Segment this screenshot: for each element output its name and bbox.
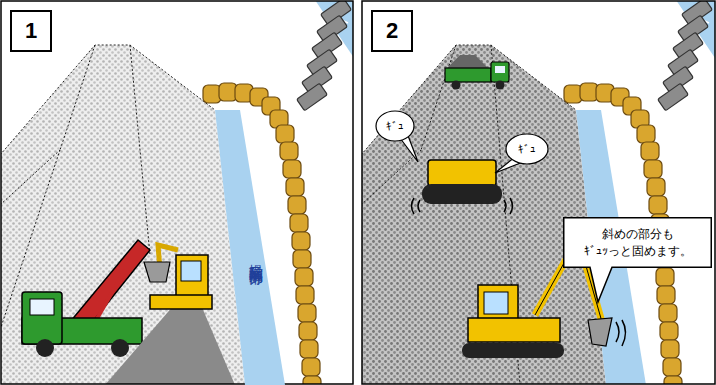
excavator-body bbox=[150, 295, 212, 309]
slope-guide-lines bbox=[1, 45, 215, 330]
guide-line bbox=[362, 45, 576, 155]
excavator-bucket bbox=[588, 318, 612, 346]
truck-bed bbox=[445, 68, 491, 82]
levee-group bbox=[203, 1, 353, 384]
callout-text: 斜めの部分も ｷﾞｭｯっと固めます。 bbox=[563, 226, 712, 258]
panel-number-box: 2 bbox=[371, 10, 413, 52]
node-outline bbox=[563, 217, 712, 268]
panel-two-scene bbox=[362, 1, 715, 384]
motion-marks bbox=[412, 198, 513, 214]
excavation-band: 堤防足元掘削部分 bbox=[215, 105, 290, 385]
sound-effect-text: ｷﾞｭ bbox=[518, 144, 536, 155]
guide-line bbox=[1, 45, 215, 155]
band-shape bbox=[215, 110, 285, 385]
truck-load bbox=[447, 55, 488, 68]
node-outline bbox=[215, 105, 290, 385]
speech-bubble: ｷﾞｭ bbox=[375, 110, 415, 142]
road-roller bbox=[412, 160, 513, 214]
wheel bbox=[36, 339, 54, 357]
guide-line bbox=[1, 150, 60, 330]
guide-line bbox=[130, 45, 150, 255]
guide-line bbox=[421, 45, 456, 150]
truck-cab bbox=[491, 62, 509, 82]
panel-number-box: 1 bbox=[10, 10, 52, 52]
speech-bubble: ｷﾞｭ bbox=[505, 133, 549, 165]
levee-group bbox=[564, 1, 715, 384]
roller-body bbox=[428, 160, 496, 186]
guide-line bbox=[362, 150, 421, 205]
callout-shape bbox=[564, 218, 712, 302]
excavator-body bbox=[468, 318, 560, 342]
gravel-pile bbox=[105, 298, 235, 384]
panel-frame bbox=[362, 1, 715, 384]
excavator-window bbox=[181, 261, 201, 281]
panel-one-scene bbox=[1, 1, 353, 384]
wheel bbox=[452, 81, 461, 90]
panel-frame bbox=[1, 1, 353, 384]
band-label: 堤防足元掘削部分 bbox=[247, 253, 265, 261]
panel-number: 2 bbox=[386, 18, 398, 44]
excavator-window bbox=[484, 292, 508, 314]
roller-drum bbox=[422, 184, 502, 204]
truck-window bbox=[30, 299, 54, 315]
motion-marks bbox=[616, 320, 626, 346]
small-dump-truck bbox=[445, 55, 509, 90]
truck-window bbox=[495, 66, 505, 73]
sound-effect-text: ｷﾞｭ bbox=[386, 121, 404, 132]
bubble-shape bbox=[506, 134, 548, 164]
excavator-cab bbox=[176, 255, 208, 297]
excavator-tracks bbox=[462, 343, 564, 358]
excavator-bucket bbox=[144, 262, 170, 282]
guide-line bbox=[60, 45, 95, 150]
slope-guide-lines bbox=[362, 45, 576, 384]
wheel bbox=[496, 81, 505, 90]
wheel bbox=[111, 339, 129, 357]
excavator bbox=[144, 245, 212, 309]
callout-box: 斜めの部分も ｷﾞｭｯっと固めます。 bbox=[563, 217, 712, 268]
panel-number: 1 bbox=[25, 18, 37, 44]
hydraulic-arm bbox=[95, 270, 125, 322]
truck-cab bbox=[22, 292, 62, 344]
bubble-shape bbox=[376, 111, 414, 141]
dump-truck bbox=[22, 240, 150, 357]
dump-bed bbox=[70, 240, 150, 330]
